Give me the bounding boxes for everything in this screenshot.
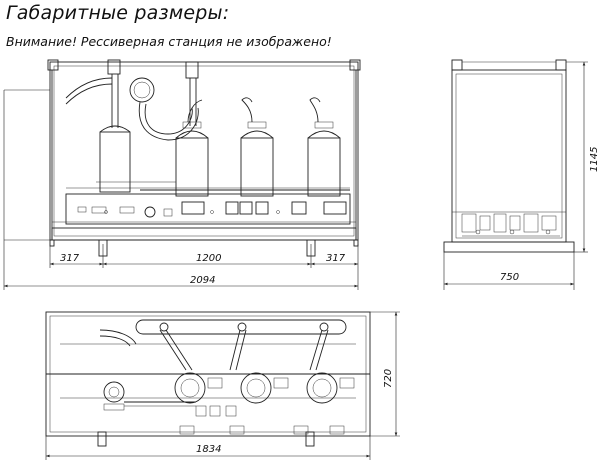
dim-center-span: 1200: [196, 253, 221, 264]
front-view: [47, 59, 361, 257]
side-view: [443, 59, 575, 253]
dim-side-height: 1145: [589, 147, 600, 172]
side-dimensions: [443, 61, 588, 290]
dim-left-offset: 317: [60, 253, 80, 264]
front-dimensions: [3, 89, 359, 290]
dim-top-length: 1834: [196, 444, 221, 455]
compressor-1: [175, 99, 209, 197]
compressor-2: [240, 97, 274, 197]
dim-side-width: 750: [500, 272, 519, 283]
page-title: Габаритные размеры:: [6, 2, 230, 24]
top-dimensions: [45, 311, 400, 460]
dim-total-length: 2094: [190, 275, 215, 286]
notice-text: Внимание! Рессиверная станция не изображ…: [6, 34, 332, 49]
dim-top-depth: 720: [383, 369, 394, 388]
dim-right-offset: 317: [326, 253, 346, 264]
top-view: [45, 311, 371, 447]
compressor-3: [307, 97, 341, 197]
